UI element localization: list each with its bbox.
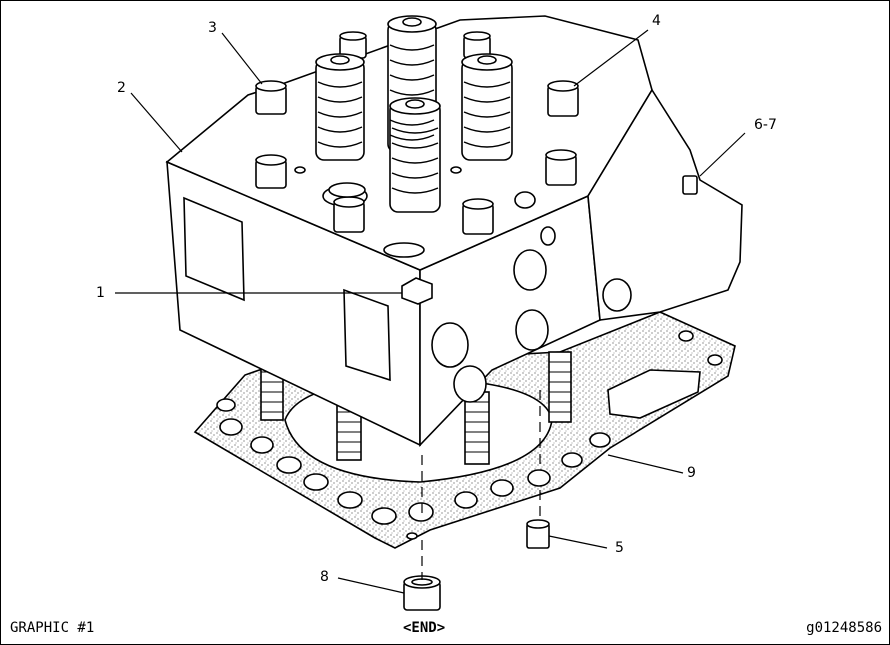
gasket-cutout <box>607 369 701 419</box>
hex-plug <box>401 277 433 305</box>
graphic-id: g01248586 <box>806 620 882 636</box>
dowel-5 <box>526 519 550 549</box>
spring-coils <box>317 44 511 194</box>
callout-9: 9 <box>687 465 696 481</box>
head-bolts <box>255 31 698 235</box>
callout-6-7: 6-7 <box>754 117 777 133</box>
callout-4: 4 <box>652 13 661 29</box>
callout-3: 3 <box>208 20 217 36</box>
dowel-8 <box>403 575 441 611</box>
callout-1: 1 <box>96 285 105 301</box>
callout-8: 8 <box>320 569 329 585</box>
callout-2: 2 <box>117 80 126 96</box>
gasket-holes <box>216 330 723 540</box>
valve-seat-insert <box>328 182 366 198</box>
leader-lines <box>115 29 746 594</box>
spring-retainers <box>315 15 513 115</box>
head-block-rear-section <box>587 88 743 321</box>
callout-5: 5 <box>615 540 624 556</box>
end-marker: <END> <box>403 620 446 636</box>
graphic-label: GRAPHIC #1 <box>10 620 95 636</box>
center-lines <box>421 390 541 580</box>
